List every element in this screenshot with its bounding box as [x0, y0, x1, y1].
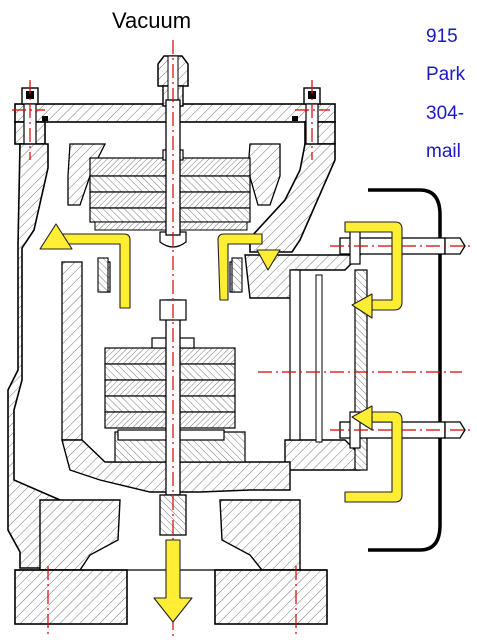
centerlines: [12, 40, 470, 636]
diagram-title: Vacuum: [112, 8, 192, 33]
contact-line-4: mail: [426, 141, 461, 162]
seat-rings: [97, 257, 243, 293]
flow-arrow-outlet: [153, 539, 193, 623]
flow-arrow-side-lower: [344, 411, 403, 503]
flow-arrows: [39, 221, 403, 623]
contact-line-1: 915: [426, 26, 458, 47]
flow-arrow-upper-right: [217, 233, 263, 301]
top-bolt-right: [303, 87, 321, 147]
contact-line-2: Park: [426, 64, 466, 85]
contact-line-3: 304-: [426, 103, 465, 124]
